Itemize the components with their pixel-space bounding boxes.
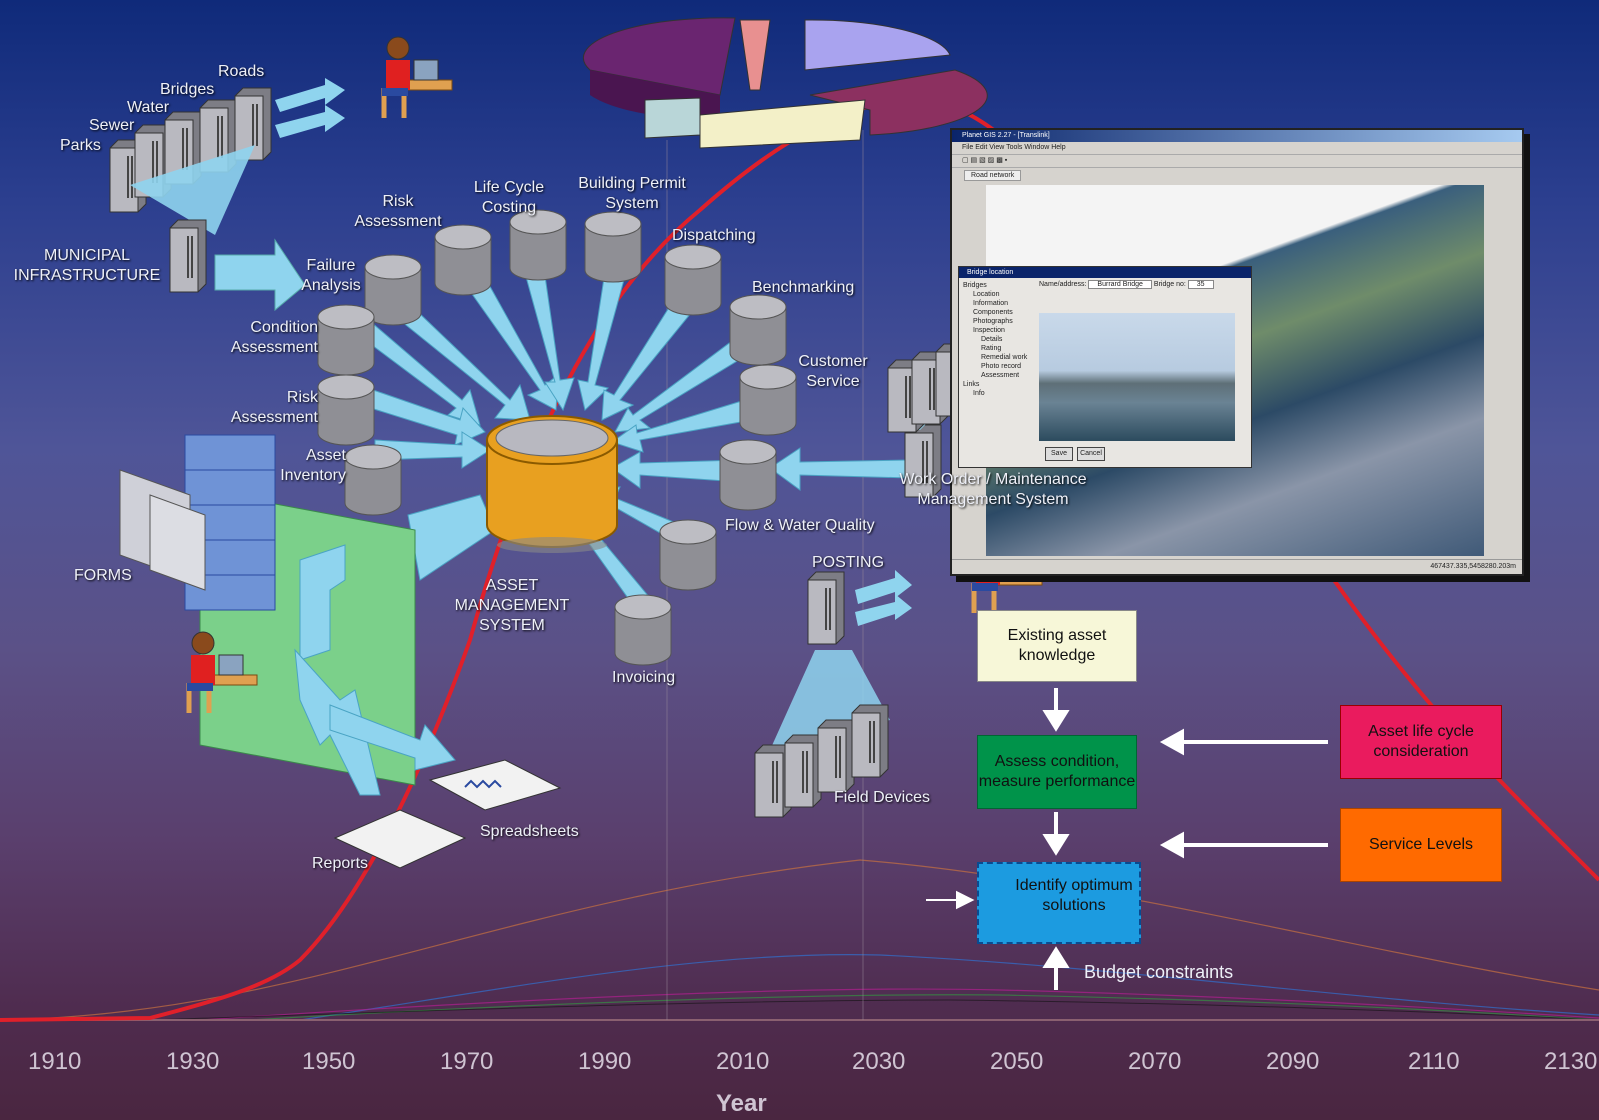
x-tick: 1910	[28, 1048, 82, 1075]
flow-arrows	[926, 688, 1328, 990]
tree-item[interactable]: Inspection	[973, 327, 1005, 334]
x-tick: 2010	[716, 1048, 770, 1075]
label-forms: FORMS	[74, 567, 132, 584]
label-invoicing: Invoicing	[612, 669, 676, 686]
tree-item[interactable]: Photo record	[981, 363, 1022, 370]
tree-item[interactable]: Location	[973, 291, 1000, 298]
x-tick: 1970	[440, 1048, 494, 1075]
label-risk-assessment-left: Risk Assessment	[230, 389, 318, 426]
label-municipal-infrastructure: MUNICIPAL INFRASTRUCTURE	[13, 247, 161, 284]
field-devices	[754, 335, 1042, 818]
tree-item[interactable]: Links	[963, 381, 980, 388]
pie-chart	[582, 17, 988, 149]
label-dispatching: Dispatching	[672, 227, 756, 244]
tree-item[interactable]: Remedial work	[981, 354, 1028, 361]
x-tick: 2070	[1128, 1048, 1182, 1075]
dialog-title: Bridge location	[959, 267, 1251, 278]
gis-menu-bar[interactable]: File Edit View Tools Window Help	[952, 142, 1522, 155]
box-service-levels: Service Levels	[1340, 808, 1502, 882]
save-button[interactable]: Save	[1045, 447, 1073, 461]
x-tick: 2090	[1266, 1048, 1320, 1075]
infrastructure-servers	[109, 37, 452, 312]
bridge-no-field[interactable]: 35	[1187, 280, 1214, 289]
x-tick: 2030	[852, 1048, 906, 1075]
label-work-order: Work Order / Maintenance Management Syst…	[899, 471, 1087, 508]
label-water: Water	[127, 99, 170, 116]
asset-management-database	[486, 415, 618, 553]
status-bar: 467437.335,5458280.203m	[952, 559, 1522, 574]
bridge-no-label: Bridge no:	[1153, 281, 1186, 288]
x-tick: 2130	[1544, 1048, 1598, 1075]
label-sewer: Sewer	[89, 117, 135, 134]
name-label: Name/address:	[1039, 281, 1087, 288]
label-risk-assessment-top: Risk Assessment	[354, 193, 442, 230]
box-assess-condition: Assess condition, measure performance	[977, 735, 1137, 809]
x-tick: 2110	[1408, 1048, 1460, 1075]
x-tick: 2050	[990, 1048, 1044, 1075]
tree-item[interactable]: Photographs	[973, 318, 1013, 325]
box-asset-life-cycle: Asset life cycle consideration	[1340, 705, 1502, 779]
tree-item[interactable]: Components	[973, 309, 1013, 316]
label-asset-management-system: ASSET MANAGEMENT SYSTEM	[454, 577, 570, 634]
tree-item[interactable]: Assessment	[981, 372, 1020, 379]
label-field-devices: Field Devices	[834, 789, 931, 806]
label-roads: Roads	[218, 63, 265, 80]
tree-item[interactable]: Details	[981, 336, 1003, 343]
label-reports: Reports	[312, 855, 369, 872]
label-asset-inventory: Asset Inventory	[280, 447, 346, 484]
tree-item[interactable]: Information	[973, 300, 1009, 307]
module-arrows	[344, 251, 911, 616]
label-bridges: Bridges	[160, 81, 215, 98]
tab-road-network[interactable]: Road network	[964, 170, 1022, 181]
label-spreadsheets: Spreadsheets	[480, 823, 579, 840]
x-tick: 1990	[578, 1048, 632, 1075]
gis-title-bar: Planet GIS 2.27 - [Translink]	[952, 130, 1522, 142]
forms-panel	[119, 434, 562, 869]
box-existing-asset-knowledge: Existing asset knowledge	[977, 610, 1137, 682]
background-curves	[0, 130, 1599, 1021]
x-tick: 1950	[302, 1048, 356, 1075]
name-address-row: Name/address: Burrard Bridge Bridge no: …	[1039, 280, 1214, 289]
label-flow-water-quality: Flow & Water Quality	[725, 517, 875, 534]
label-building-permit: Building Permit System	[578, 175, 686, 212]
name-field[interactable]: Burrard Bridge	[1088, 280, 1152, 289]
tree-item[interactable]: Bridges	[963, 282, 987, 289]
label-life-cycle-costing: Life Cycle Costing	[473, 179, 545, 216]
cancel-button[interactable]: Cancel	[1077, 447, 1105, 461]
tree-item[interactable]: Rating	[981, 345, 1002, 352]
bridge-location-dialog: Bridge location Bridges Location Informa…	[958, 266, 1252, 468]
tree-item[interactable]: Info	[973, 390, 985, 397]
label-budget-constraints: Budget constraints	[1084, 962, 1234, 982]
x-axis-title: Year	[716, 1090, 767, 1117]
label-benchmarking: Benchmarking	[752, 279, 855, 296]
label-failure-analysis: Failure Analysis	[301, 257, 361, 294]
gis-application-window: Planet GIS 2.27 - [Translink] File Edit …	[950, 128, 1524, 576]
bridge-photo	[1039, 313, 1235, 441]
label-customer-service: Customer Service	[798, 353, 868, 390]
label-condition-assessment: Condition Assessment	[230, 319, 318, 356]
box-identify-optimum: Identify optimum solutions	[977, 862, 1141, 944]
x-tick: 1930	[166, 1048, 220, 1075]
tree-view[interactable]: Bridges Location Information Components …	[963, 281, 1033, 398]
label-parks: Parks	[60, 137, 101, 154]
gis-toolbar[interactable]: ▢ ▤ ▧ ▨ ▩ ▪	[952, 155, 1522, 168]
label-posting: POSTING	[812, 554, 885, 571]
